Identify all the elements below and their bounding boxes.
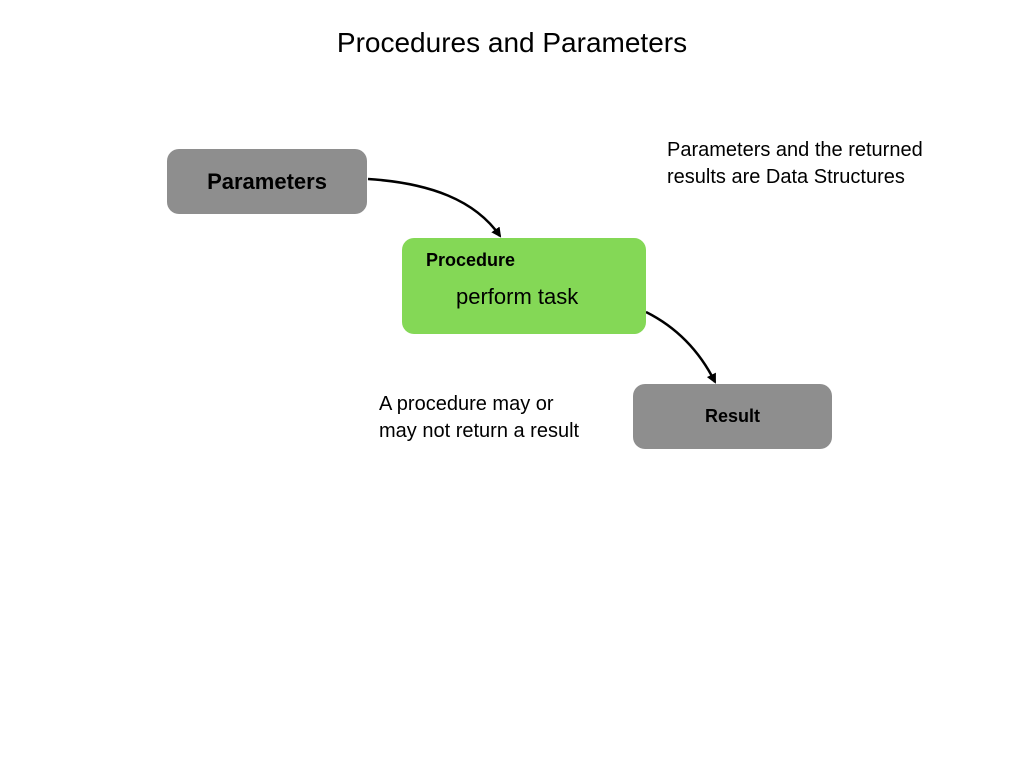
procedure-box: Procedure perform task: [402, 238, 646, 334]
parameters-label: Parameters: [207, 168, 327, 194]
result-label: Result: [704, 406, 760, 426]
arrow-procedure-to-result: [645, 310, 717, 384]
parameters-box: Parameters: [167, 149, 367, 214]
note-optional-result: A procedure may or may not return a resu…: [379, 391, 579, 445]
note-data-structures: Parameters and the returned results are …: [667, 137, 923, 191]
procedure-title: Procedure: [426, 250, 516, 270]
arrow-parameters-to-procedure: [367, 177, 502, 238]
note-line: results are Data Structures: [667, 166, 905, 188]
note-line: may not return a result: [379, 420, 580, 442]
procedure-body: perform task: [456, 284, 579, 309]
result-box: Result: [633, 384, 832, 449]
note-line: A procedure may or: [379, 393, 554, 415]
note-line: Parameters and the returned: [667, 139, 923, 161]
slide-title: Procedures and Parameters: [336, 27, 688, 58]
